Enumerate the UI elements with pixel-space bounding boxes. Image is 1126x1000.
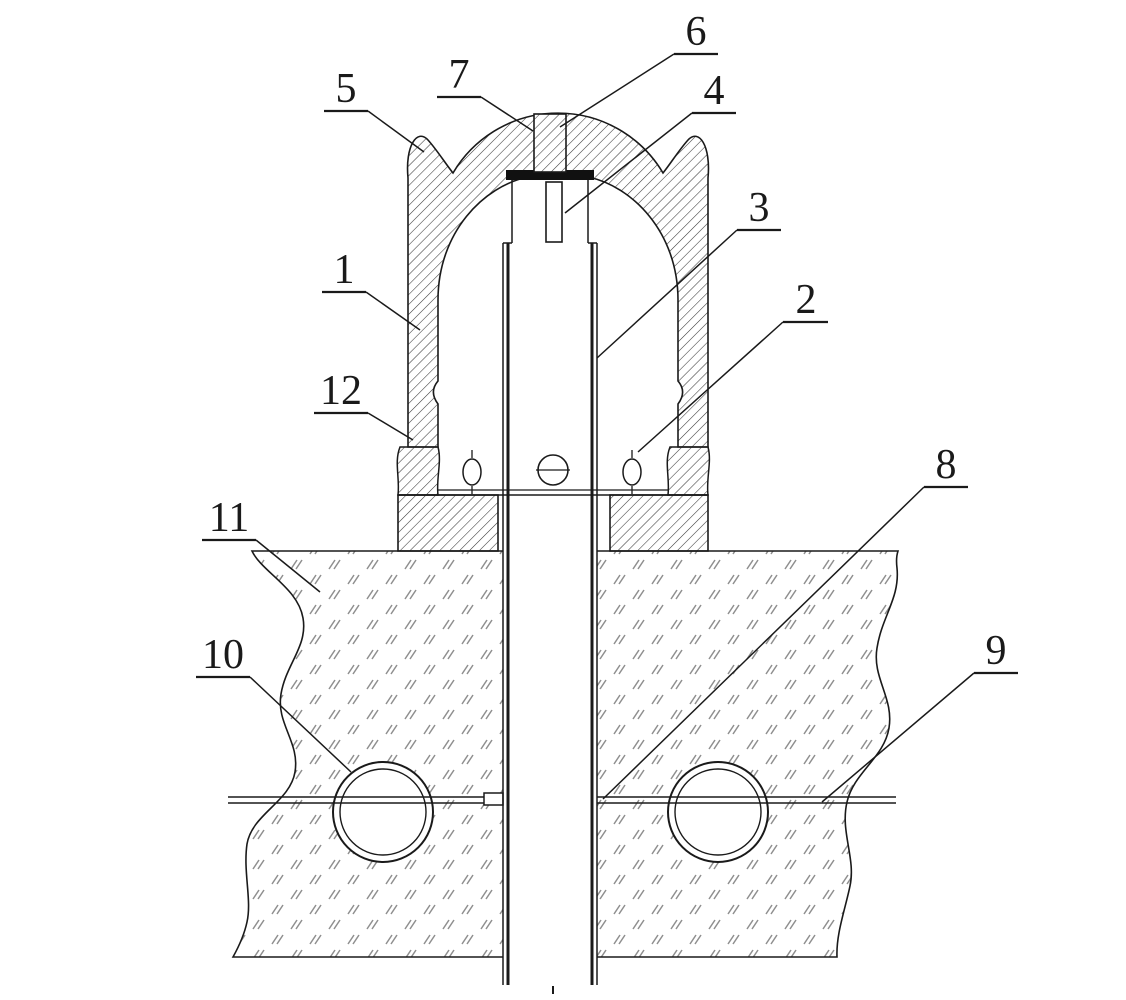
left-foot <box>396 446 441 496</box>
leader-line-10 <box>249 676 352 773</box>
label-underlines <box>196 52 1018 679</box>
pipe-collar-tab <box>483 792 504 806</box>
part-labels: 1 2 3 4 5 6 7 8 9 10 11 12 <box>202 9 1007 678</box>
leader-lines <box>249 53 975 803</box>
inner-stem <box>545 181 563 243</box>
pipe-channel-mask <box>503 549 597 985</box>
dome-wall-hatched <box>406 112 710 448</box>
valve-port-center <box>536 454 570 486</box>
part-label-4: 4 <box>704 68 725 114</box>
leader-line-3 <box>596 229 738 359</box>
leader-line-5 <box>367 110 425 153</box>
part-label-1: 1 <box>334 247 355 293</box>
base-block-right <box>609 494 709 552</box>
leader-line-7 <box>480 96 534 132</box>
left-casing-circle <box>332 761 434 863</box>
pipe-top-cap <box>506 170 594 180</box>
part-label-9: 9 <box>986 628 1007 674</box>
part-label-3: 3 <box>749 185 770 231</box>
leader-line-4 <box>564 112 693 214</box>
leader-line-11 <box>255 539 321 593</box>
right-foot <box>666 446 711 496</box>
leader-line-1 <box>365 291 421 331</box>
leader-line-9 <box>821 672 975 803</box>
dome-shell <box>406 112 710 448</box>
valve-port-left <box>462 450 482 494</box>
leader-line-12 <box>367 412 414 441</box>
part-label-7: 7 <box>449 52 470 98</box>
part-label-12: 12 <box>320 368 362 414</box>
top-plug <box>533 113 567 173</box>
leader-line-8 <box>602 486 925 800</box>
part-label-2: 2 <box>796 277 817 323</box>
leader-line-2 <box>637 321 784 453</box>
depth-line <box>228 796 896 804</box>
part-label-10: 10 <box>202 632 244 678</box>
base-block-left <box>397 494 499 552</box>
part-label-5: 5 <box>336 66 357 112</box>
right-casing-circle <box>667 761 769 863</box>
leader-line-6 <box>559 53 675 128</box>
part-label-11: 11 <box>209 495 249 541</box>
base-flange <box>396 446 711 552</box>
part-label-8: 8 <box>936 442 957 488</box>
center-pipe <box>502 180 598 994</box>
part-label-6: 6 <box>686 9 707 55</box>
valve-port-right <box>622 450 642 494</box>
